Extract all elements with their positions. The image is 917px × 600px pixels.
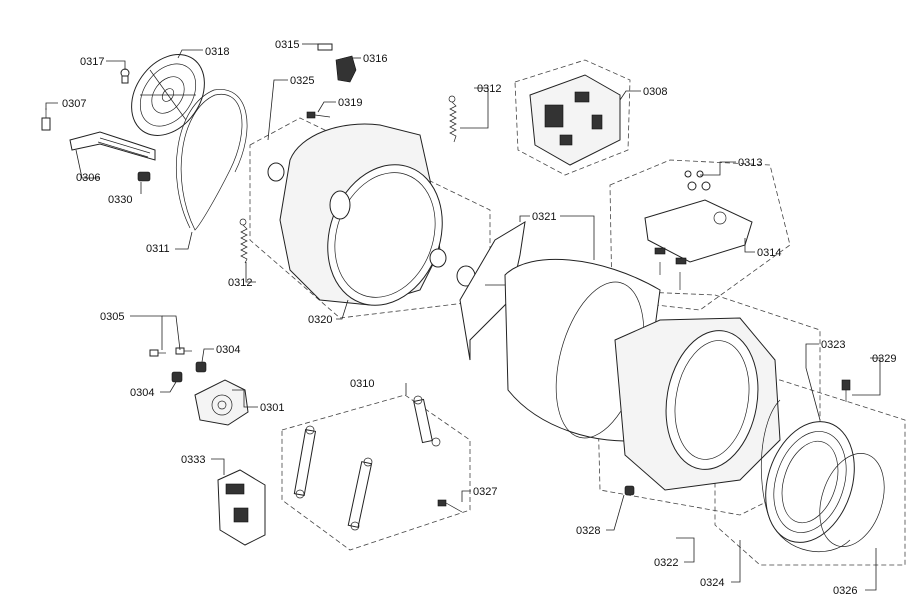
part-0305-screws — [149, 347, 192, 357]
label-0316: 0316 — [363, 53, 387, 65]
part-0324-gasket — [765, 421, 855, 543]
part-0328-clip — [624, 485, 635, 496]
part-0307-screw — [41, 108, 51, 131]
group-outline-0314 — [609, 159, 791, 311]
part-0310-shock-absorber-a — [293, 425, 317, 499]
label-0304-bottom: 0304 — [130, 387, 154, 399]
part-0313-fasteners — [684, 170, 711, 191]
part-0316-bracket — [335, 55, 357, 83]
part-0308-control-board — [529, 74, 621, 166]
part-0312-spring-right — [448, 95, 457, 143]
label-0319: 0319 — [338, 97, 362, 109]
part-labels: 0317 0318 0307 0306 0330 0311 0312 0315 … — [62, 39, 896, 597]
part-0317-bolt — [120, 68, 130, 84]
label-0326: 0326 — [833, 585, 857, 597]
part-0327-bolt — [437, 499, 463, 513]
part-0318-pulley — [131, 54, 205, 136]
label-0312-left: 0312 — [228, 277, 252, 289]
part-0312-spring-left — [239, 218, 248, 264]
part-0326-clamp-ring — [819, 453, 885, 547]
label-0305: 0305 — [100, 311, 124, 323]
part-0320-rear-tub — [267, 123, 476, 306]
label-0323: 0323 — [821, 339, 845, 351]
label-0311: 0311 — [146, 243, 170, 255]
label-0329: 0329 — [872, 353, 896, 365]
group-outline-0324 — [714, 379, 906, 566]
part-0306-heating-element — [69, 131, 156, 161]
part-0314-cover — [644, 199, 753, 290]
label-0318: 0318 — [205, 46, 229, 58]
part-0310-shock-absorber-b — [347, 457, 373, 531]
label-0313: 0313 — [738, 157, 762, 169]
label-0304-top: 0304 — [216, 344, 240, 356]
group-outline-0325 — [249, 117, 491, 319]
group-outline-0322 — [594, 289, 821, 516]
label-0308: 0308 — [643, 86, 667, 98]
part-0319-screw — [306, 111, 331, 119]
label-0322: 0322 — [654, 557, 678, 569]
leader-lines — [45, 43, 881, 591]
part-0315-clip — [317, 43, 333, 51]
label-0312-right: 0312 — [477, 83, 501, 95]
label-0321: 0321 — [532, 211, 556, 223]
part-0333-module — [217, 469, 266, 546]
label-0333: 0333 — [181, 454, 205, 466]
label-0314: 0314 — [757, 247, 781, 259]
part-0330-sensor — [137, 171, 151, 182]
label-0330: 0330 — [108, 194, 132, 206]
label-0315: 0315 — [275, 39, 299, 51]
label-0306: 0306 — [76, 172, 100, 184]
part-0304-foot-a — [195, 361, 207, 373]
label-0301: 0301 — [260, 402, 284, 414]
label-0327: 0327 — [473, 486, 497, 498]
part-0322-tub-front — [614, 317, 781, 491]
group-outline-0310 — [281, 394, 471, 551]
label-0320: 0320 — [308, 314, 332, 326]
part-0311-drive-belt — [175, 89, 248, 231]
label-0324: 0324 — [700, 577, 724, 589]
label-0328: 0328 — [576, 525, 600, 537]
part-0310-shock-absorber-c — [413, 395, 441, 447]
group-outline-0308 — [514, 59, 631, 176]
part-0301-pump — [194, 379, 249, 426]
part-0329-screw — [841, 379, 851, 402]
group-outlines — [249, 59, 906, 566]
label-0317: 0317 — [80, 56, 104, 68]
label-0310: 0310 — [350, 378, 374, 390]
label-0325: 0325 — [290, 75, 314, 87]
label-0307: 0307 — [62, 98, 86, 110]
part-0304-foot-b — [171, 371, 183, 383]
